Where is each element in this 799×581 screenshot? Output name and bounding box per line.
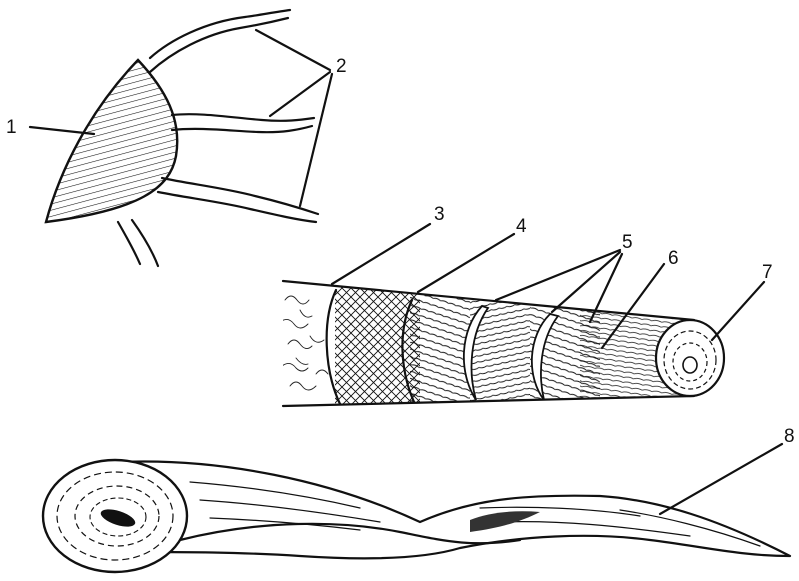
leader-8	[660, 444, 782, 514]
label-8: 8	[784, 426, 795, 447]
label-1: 1	[6, 117, 17, 138]
fiber-layer-a	[410, 280, 470, 410]
root-strand-middle	[172, 114, 314, 132]
hatched-bulb	[46, 60, 177, 222]
medulla-core	[683, 357, 697, 373]
leader-2b	[270, 72, 330, 116]
label-5: 5	[622, 232, 633, 253]
root-strand-top	[150, 10, 290, 72]
twisted-hair-figure	[43, 460, 790, 572]
label-7: 7	[762, 262, 773, 283]
root-strand-bottom	[118, 220, 158, 266]
leader-2c	[300, 74, 332, 206]
leader-4	[418, 234, 514, 292]
root-strand-lower	[158, 178, 318, 222]
twist-lower-edge	[180, 524, 520, 544]
hatched-bulb-figure	[46, 10, 318, 266]
twisted-hair-body	[120, 462, 790, 559]
leader-7	[712, 282, 764, 340]
leader-2a	[256, 30, 330, 70]
label-6: 6	[668, 248, 679, 269]
label-4: 4	[516, 216, 527, 237]
surface-striations	[190, 482, 760, 546]
label-2: 2	[336, 56, 347, 77]
leader-5a	[496, 250, 620, 300]
label-3: 3	[434, 204, 445, 225]
leader-3	[332, 224, 430, 284]
mesh-layer	[335, 280, 420, 410]
